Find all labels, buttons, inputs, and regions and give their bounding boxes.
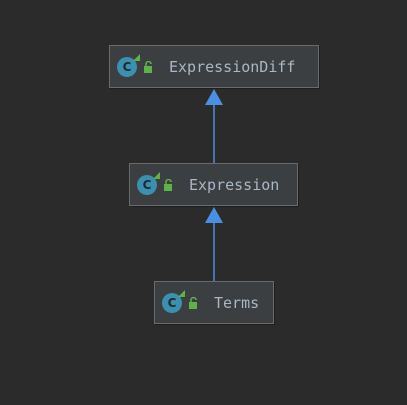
arrowhead-expression: [205, 207, 223, 223]
class-icon-corner: [153, 171, 160, 179]
arrowhead-expressiondiff: [205, 89, 223, 105]
class-name-label: ExpressionDiff: [169, 57, 296, 76]
class-icon: C: [137, 171, 160, 195]
class-node-expression[interactable]: C Expression: [129, 163, 298, 206]
unlocked-lock-icon: [144, 60, 152, 73]
class-name-label: Terms: [214, 293, 260, 312]
class-icon: C: [162, 289, 185, 313]
class-node-expressiondiff[interactable]: C ExpressionDiff: [109, 45, 319, 88]
class-icon-corner: [133, 53, 140, 61]
class-icon: C: [117, 53, 140, 77]
class-icon-corner: [178, 289, 185, 297]
class-node-terms[interactable]: C Terms: [154, 281, 274, 324]
unlocked-lock-icon: [189, 296, 197, 309]
class-name-label: Expression: [189, 175, 280, 194]
unlocked-lock-icon: [164, 178, 172, 191]
